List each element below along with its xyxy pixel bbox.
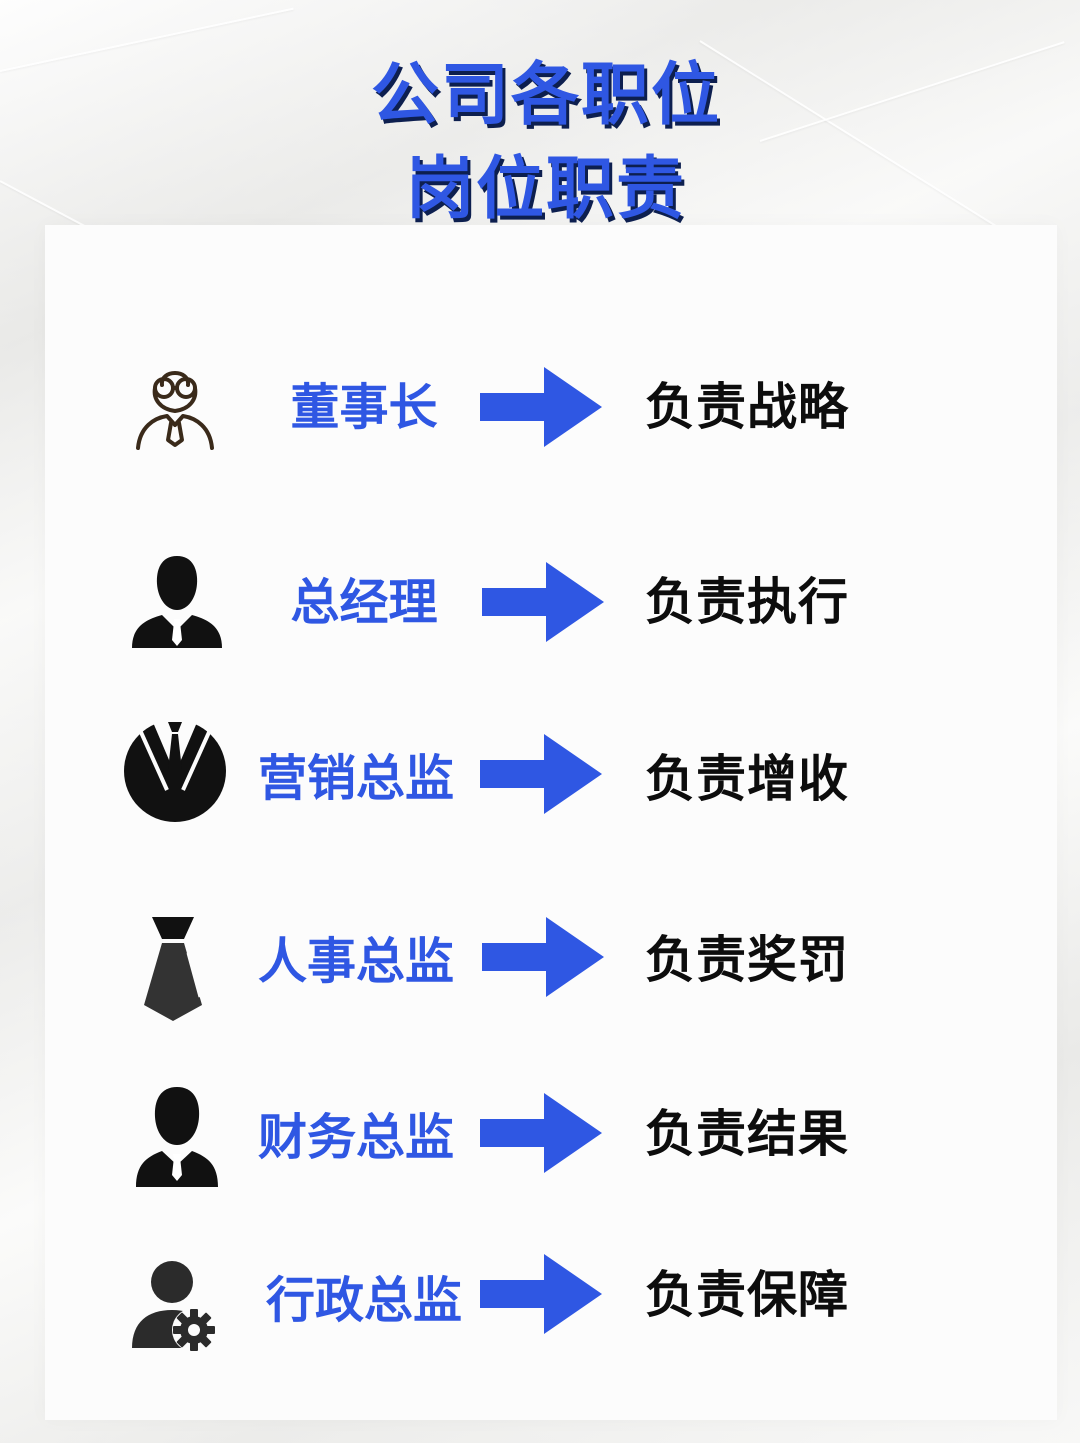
role-row: 财务总监 负责结果: [0, 1083, 1080, 1187]
role-title: 行政总监: [265, 1272, 462, 1329]
chairman-icon: [120, 355, 230, 465]
role-row: 总经理 负责执行: [0, 550, 1080, 650]
necktie-icon: [118, 913, 228, 1023]
role-row: 人事总监 负责奖罚: [0, 913, 1080, 1021]
role-title: 营销总监: [257, 750, 454, 807]
duty-text: 负责执行: [645, 573, 849, 631]
role-title: 董事长: [290, 379, 438, 436]
general-manager-icon: [122, 550, 232, 660]
right-arrow-icon: [478, 1091, 604, 1175]
role-row: 行政总监 负责保障: [0, 1250, 1080, 1352]
duty-text: 负责奖罚: [645, 931, 849, 989]
duty-text: 负责战略: [645, 378, 849, 436]
page-title-line2: 岗位职责: [405, 150, 686, 229]
right-arrow-icon: [480, 915, 606, 999]
role-title: 财务总监: [257, 1109, 454, 1166]
suit-tie-icon: [120, 716, 230, 826]
duty-text: 负责保障: [645, 1266, 849, 1324]
right-arrow-icon: [478, 1252, 604, 1336]
right-arrow-icon: [478, 732, 604, 816]
role-title: 总经理: [290, 574, 438, 631]
right-arrow-icon: [478, 365, 604, 449]
duty-text: 负责结果: [645, 1105, 849, 1163]
duty-text: 负责增收: [645, 750, 849, 808]
user-gear-icon: [122, 1256, 232, 1366]
businessman-icon: [122, 1083, 232, 1193]
role-row: 营销总监 负责增收: [0, 720, 1080, 822]
role-row: 董事长 负责战略: [0, 355, 1080, 455]
right-arrow-icon: [480, 560, 606, 644]
page-title-line1: 公司各职位: [370, 56, 721, 135]
role-title: 人事总监: [257, 933, 454, 990]
